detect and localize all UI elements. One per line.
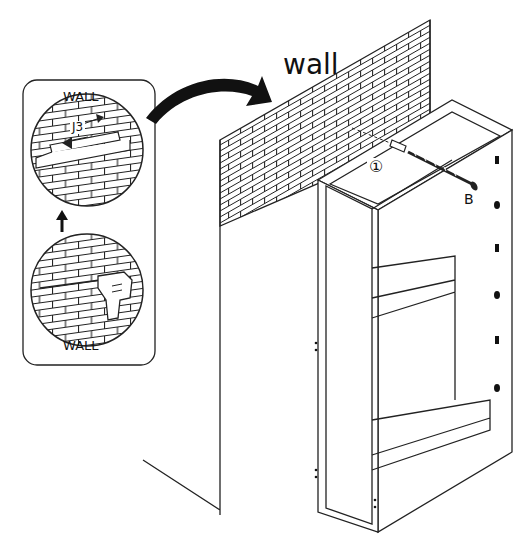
part-code: J3 [70, 121, 85, 134]
wall-label: WALL [63, 339, 99, 353]
detail-circle [31, 94, 143, 206]
step-arrow [56, 210, 68, 220]
callout-number: ① [367, 158, 385, 176]
curved-arrow [146, 76, 272, 124]
shelf-pin-holes [315, 156, 500, 508]
wall-label: WALL [63, 90, 99, 104]
inset-frame [23, 80, 155, 365]
drill [98, 272, 132, 320]
screw [408, 152, 472, 184]
detail-circle [31, 234, 143, 346]
cabinet [318, 100, 512, 532]
wall-label: wall [283, 50, 339, 81]
part-code: B [462, 192, 476, 207]
wall-anchor [390, 140, 406, 152]
